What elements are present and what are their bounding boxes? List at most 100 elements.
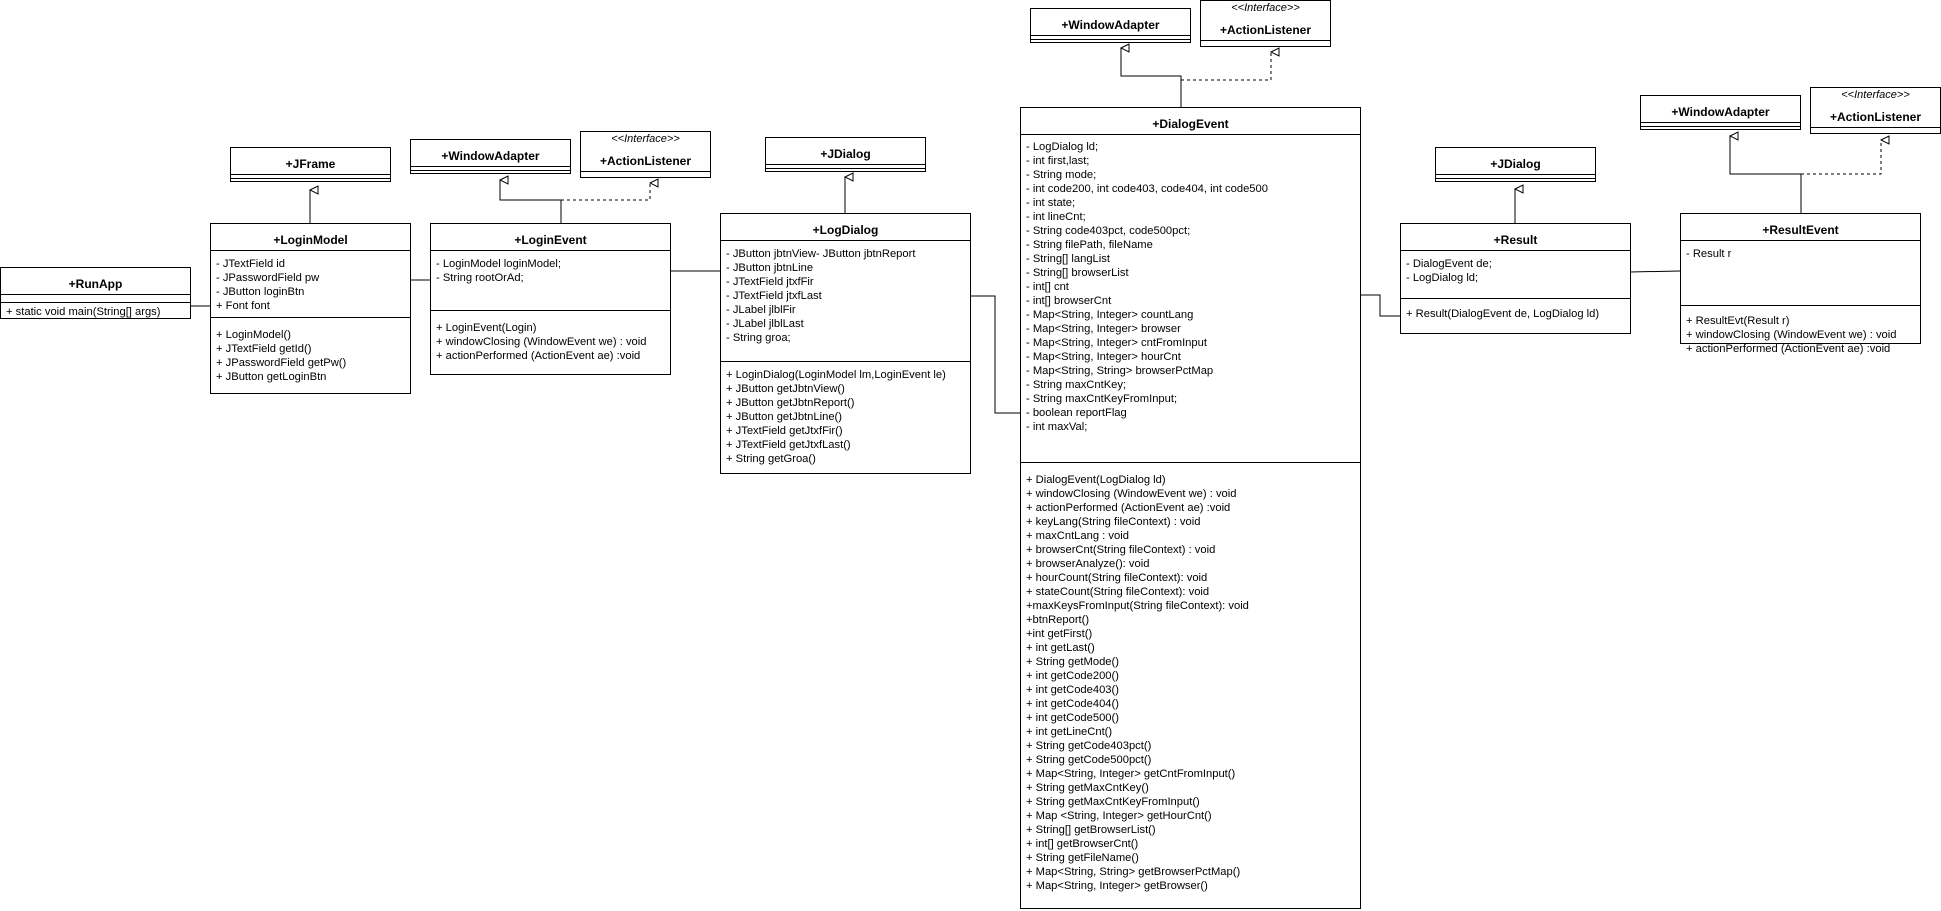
attribute: - JPasswordField pw	[216, 272, 320, 284]
attribute-compartment: - LoginModel loginModel; - String rootOr…	[431, 251, 670, 311]
attribute: - String mode;	[1026, 169, 1097, 181]
operation: + actionPerformed (ActionEvent ae) :void	[1026, 502, 1231, 514]
attribute: - JTextField jtxfFir	[726, 276, 814, 288]
operation: + static void main(String[] args)	[6, 306, 161, 318]
attribute: - int code200, int code403, code404, int…	[1026, 183, 1268, 195]
operation-compartment: + LoginModel() + JTextField getId() + JP…	[211, 318, 410, 384]
class-name: +WindowAdapter	[1031, 9, 1190, 36]
class-name: +JDialog	[1436, 148, 1595, 175]
stereotype: <<Interface>>	[1231, 2, 1300, 14]
attribute: - Map<String, Integer> hourCnt	[1026, 351, 1181, 363]
class-windowadapter[interactable]: +WindowAdapter	[1640, 95, 1801, 130]
attribute: - JLabel jlblFir	[726, 304, 796, 316]
attribute-compartment: - JButton jbtnView- JButton jbtnReport -…	[721, 241, 970, 362]
class-name-text: +ActionListener	[1829, 110, 1922, 124]
class-name: +WindowAdapter	[1641, 96, 1800, 123]
class-loginmodel[interactable]: +LoginModel - JTextField id - JPasswordF…	[210, 223, 411, 394]
stereotype: <<Interface>>	[1841, 89, 1910, 101]
attribute: - JButton jbtnView- JButton jbtnReport	[726, 248, 916, 260]
operation: + String getFileName()	[1026, 852, 1139, 864]
class-runapp[interactable]: +RunApp + static void main(String[] args…	[0, 267, 191, 319]
operation: + LoginModel()	[216, 329, 291, 341]
operation-compartment: + LoginDialog(LoginModel lm,LoginEvent l…	[721, 362, 970, 466]
class-name-text: +ActionListener	[1219, 23, 1312, 37]
class-resultevent[interactable]: +ResultEvent - Result r + ResultEvt(Resu…	[1680, 213, 1921, 355]
operation: + actionPerformed (ActionEvent ae) :void	[436, 350, 641, 362]
operation: + JPasswordField getPw()	[216, 357, 347, 369]
operation: + int getCode403()	[1026, 684, 1119, 696]
assoc-dialogevent-result	[1361, 294, 1400, 317]
inherit-loginevent-windowadapter	[500, 180, 562, 223]
operation: + int getLast()	[1026, 642, 1095, 654]
attribute: - String maxCntKey;	[1026, 379, 1127, 391]
operation: + LoginEvent(Login)	[436, 322, 537, 334]
empty-compartment	[766, 165, 925, 169]
class-name-text: +RunApp	[68, 277, 123, 291]
class-name-text: +JDialog	[1490, 157, 1541, 171]
inherit-dialogevent-windowadapter	[1121, 48, 1182, 107]
operation-compartment: + ResultEvt(Result r) + windowClosing (W…	[1681, 306, 1920, 356]
class-name: +Result	[1401, 224, 1630, 251]
assoc-logdialog-dialogevent	[970, 295, 1020, 414]
class-name-text: +LogDialog	[812, 223, 879, 237]
class-windowadapter[interactable]: +WindowAdapter	[410, 139, 571, 174]
class-name: <<Interface>> +ActionListener	[581, 132, 710, 172]
operation-compartment: + Result(DialogEvent de, LogDialog ld)	[1401, 299, 1630, 321]
interface-actionlistener[interactable]: <<Interface>> +ActionListener	[1810, 87, 1941, 134]
class-name-text: +JFrame	[285, 157, 336, 171]
attribute: - String filePath, fileName	[1026, 239, 1153, 251]
attribute: - int[] browserCnt	[1026, 295, 1112, 307]
attribute: + Font font	[216, 300, 270, 312]
operation: + int getCode200()	[1026, 670, 1119, 682]
operation-compartment: + DialogEvent(LogDialog ld) + windowClos…	[1021, 463, 1360, 893]
realize-loginevent-actionlistener	[561, 183, 650, 201]
class-dialogevent[interactable]: +DialogEvent - LogDialog ld; - int first…	[1020, 107, 1361, 909]
class-jframe[interactable]: +JFrame	[230, 147, 391, 182]
empty-compartment	[231, 175, 390, 179]
operation: + String[] getBrowserList()	[1026, 824, 1156, 836]
operation: + int getCode404()	[1026, 698, 1119, 710]
operation: + String getMode()	[1026, 656, 1119, 668]
class-name: <<Interface>> +ActionListener	[1201, 1, 1330, 41]
operation: + Map<String, Integer> getCntFromInput()	[1026, 768, 1236, 780]
class-name: +ResultEvent	[1681, 214, 1920, 241]
class-name: +LoginModel	[211, 224, 410, 251]
operation: + Map <String, Integer> getHourCnt()	[1026, 810, 1212, 822]
class-name: +JDialog	[766, 138, 925, 165]
class-name: +LogDialog	[721, 214, 970, 241]
class-loginevent[interactable]: +LoginEvent - LoginModel loginModel; - S…	[430, 223, 671, 375]
inherit-resultevent-windowadapter	[1730, 136, 1802, 213]
class-result[interactable]: +Result - DialogEvent de; - LogDialog ld…	[1400, 223, 1631, 334]
attribute: - String code403pct, code500pct;	[1026, 225, 1191, 237]
attribute: - int state;	[1026, 197, 1076, 209]
attribute: - LoginModel loginModel;	[436, 258, 562, 270]
attribute: - JButton jbtnLine	[726, 262, 814, 274]
operation: +btnReport()	[1026, 614, 1090, 626]
operation-compartment: + static void main(String[] args)	[1, 303, 190, 319]
operation: + int getCode500()	[1026, 712, 1119, 724]
class-windowadapter[interactable]: +WindowAdapter	[1030, 8, 1191, 43]
operation: + String getCode500pct()	[1026, 754, 1152, 766]
class-jdialog[interactable]: +JDialog	[1435, 147, 1596, 182]
interface-actionlistener[interactable]: <<Interface>> +ActionListener	[1200, 0, 1331, 47]
operation: + Map<String, Integer> getBrowser()	[1026, 880, 1208, 892]
attribute: - String maxCntKeyFromInput;	[1026, 393, 1178, 405]
attribute: - JTextField id	[216, 258, 286, 270]
operation: + JButton getLoginBtn	[216, 371, 327, 383]
class-logdialog[interactable]: +LogDialog - JButton jbtnView- JButton j…	[720, 213, 971, 474]
attribute: - int maxVal;	[1026, 421, 1088, 433]
operation: + String getGroa()	[726, 453, 816, 465]
attribute: - int[] cnt	[1026, 281, 1069, 293]
class-name-text: +LoginEvent	[514, 233, 587, 247]
class-name-text: +WindowAdapter	[1671, 105, 1770, 119]
interface-actionlistener[interactable]: <<Interface>> +ActionListener	[580, 131, 711, 178]
empty-compartment	[1436, 175, 1595, 179]
empty-compartment	[1031, 36, 1190, 40]
operation: + LoginDialog(LoginModel lm,LoginEvent l…	[726, 369, 946, 381]
class-name-text: +JDialog	[820, 147, 871, 161]
class-name-text: +ResultEvent	[1762, 223, 1839, 237]
operation: + Map<String, String> getBrowserPctMap()	[1026, 866, 1241, 878]
operation: + JButton getJbtnReport()	[726, 397, 855, 409]
class-jdialog[interactable]: +JDialog	[765, 137, 926, 172]
attribute: - Result r	[1686, 248, 1732, 260]
